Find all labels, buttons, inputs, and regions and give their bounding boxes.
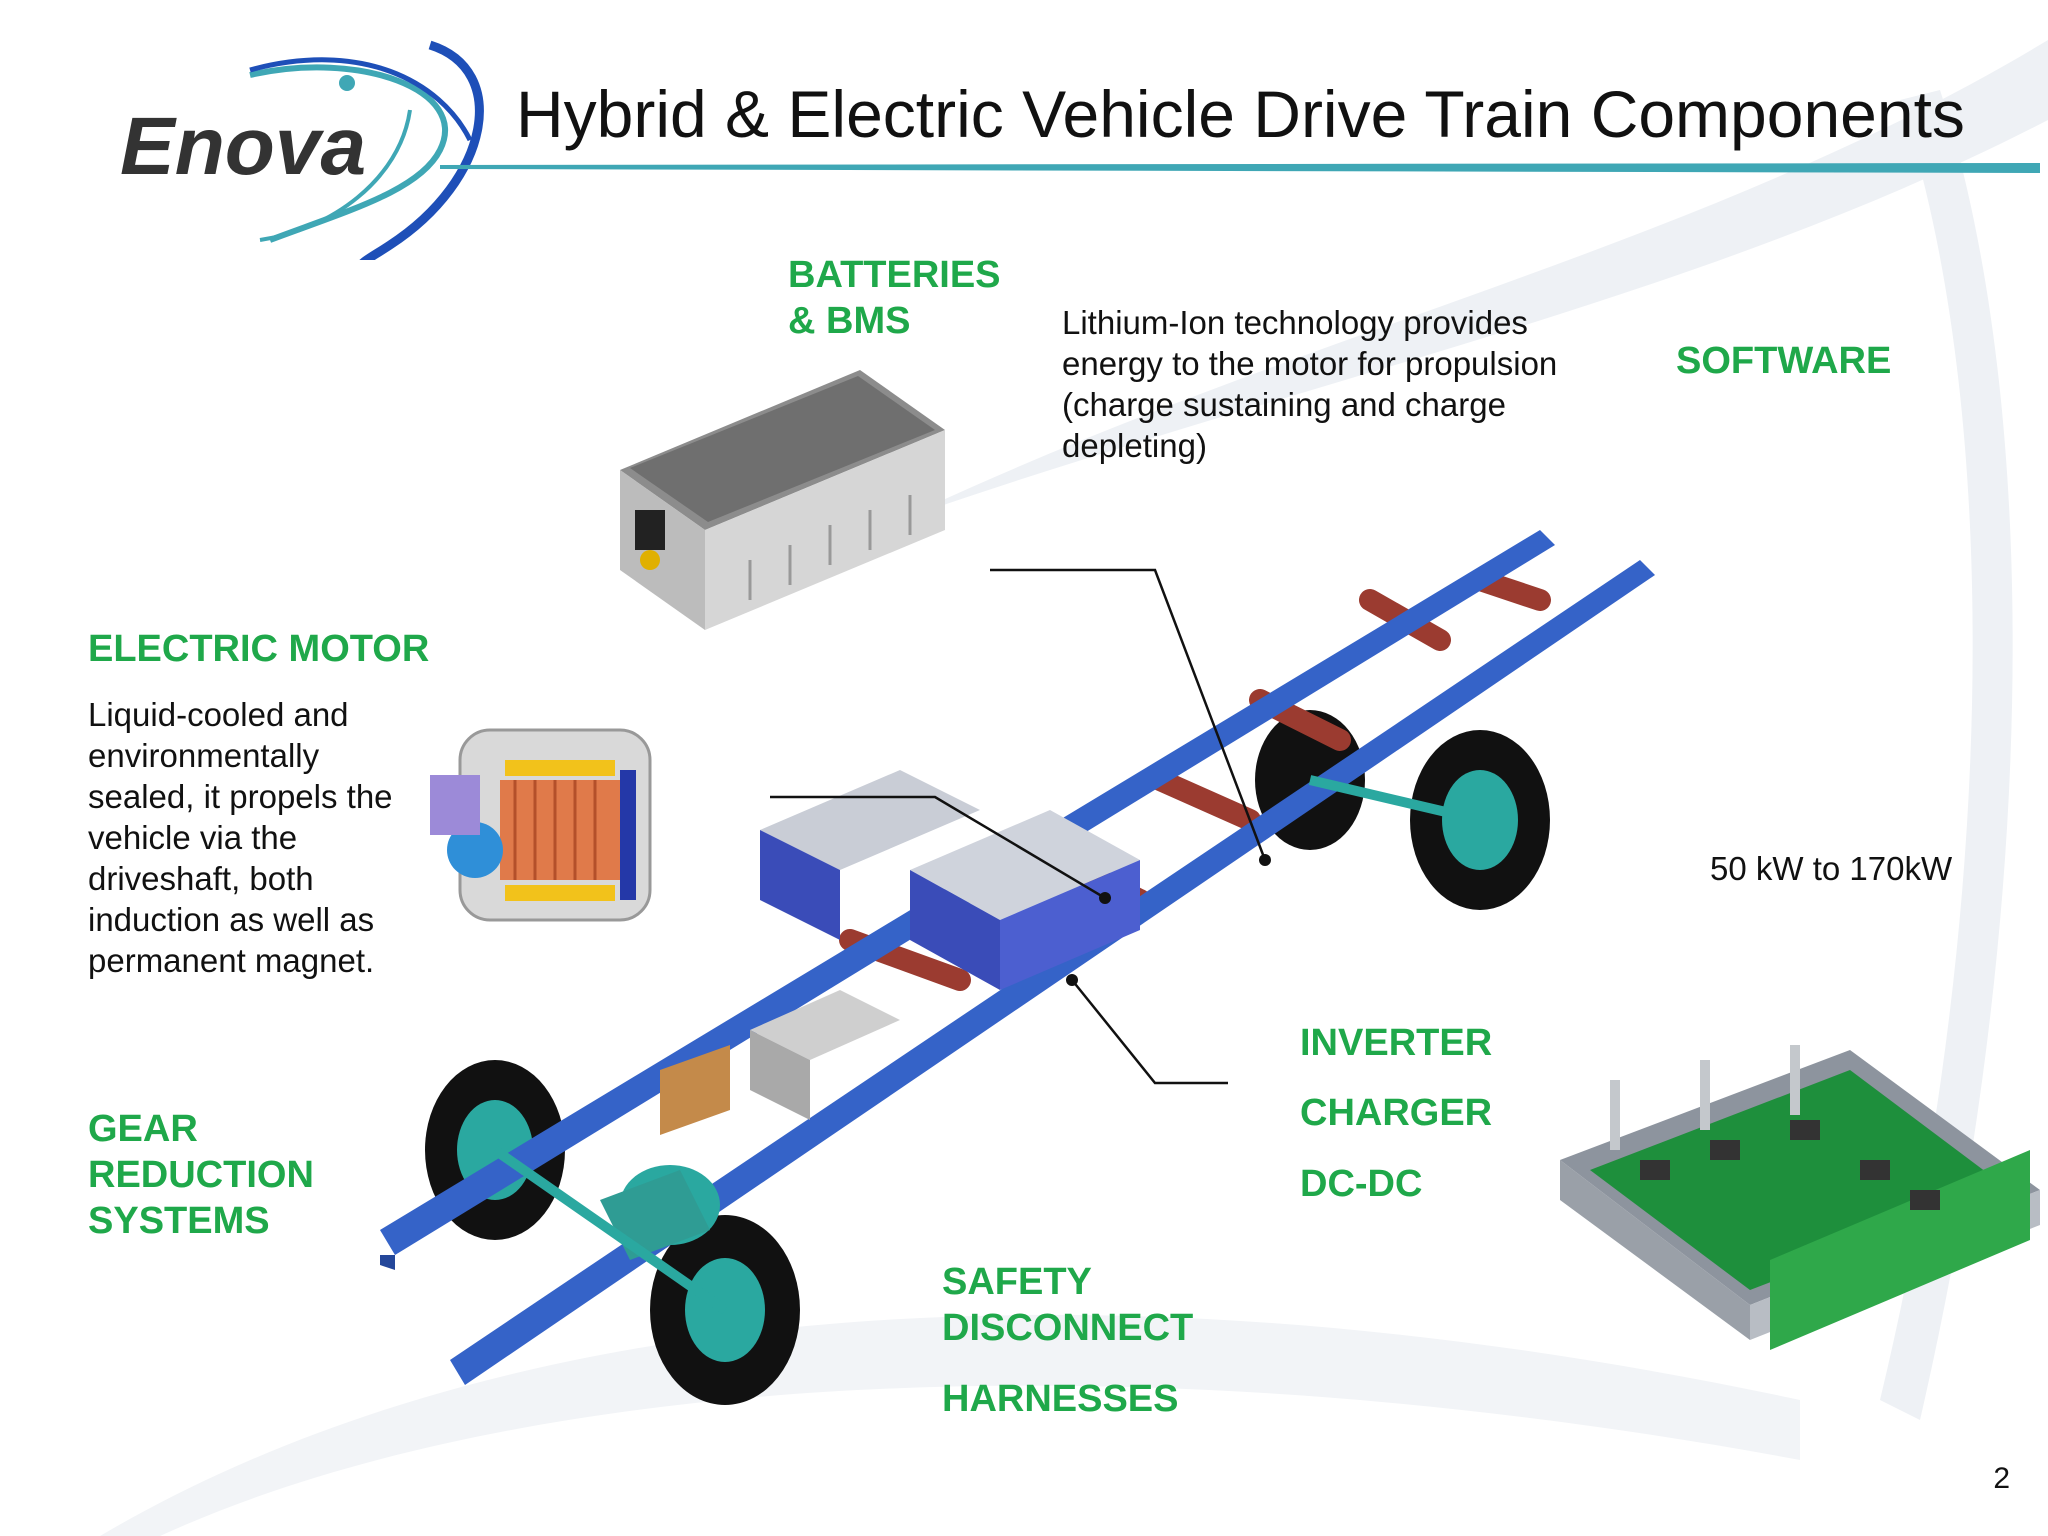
batteries-heading: BATTERIES & BMS [788,254,1001,342]
logo-text: Enova [120,101,367,192]
software-heading: SOFTWARE [1676,340,1892,382]
logo-orbit-icon [249,40,484,260]
electric-motor-heading: ELECTRIC MOTOR [88,628,430,670]
page-number: 2 [1993,1462,2010,1495]
inverter-heading: INVERTER [1300,1022,1493,1064]
electric-motor-image [430,728,652,922]
motor-description: Liquid-cooled and environmentally sealed… [88,696,393,979]
gear-reduction-heading: GEAR REDUCTION SYSTEMS [88,1108,314,1242]
inverter-hardware-image [1560,1045,2040,1350]
safety-disconnect-heading: SAFETY DISCONNECT [942,1261,1194,1349]
charger-heading: CHARGER [1300,1092,1493,1134]
title-underline [440,163,2040,173]
slide-title: Hybrid & Electric Vehicle Drive Train Co… [516,77,1965,151]
enova-logo: Enova [110,30,510,260]
dcdc-heading: DC-DC [1300,1163,1423,1205]
battery-description: Lithium-Ion technology provides energy t… [1062,304,1558,464]
battery-pack-image [620,370,945,630]
harnesses-heading: HARNESSES [942,1378,1179,1420]
power-range: 50 kW to 170kW [1710,850,1953,887]
